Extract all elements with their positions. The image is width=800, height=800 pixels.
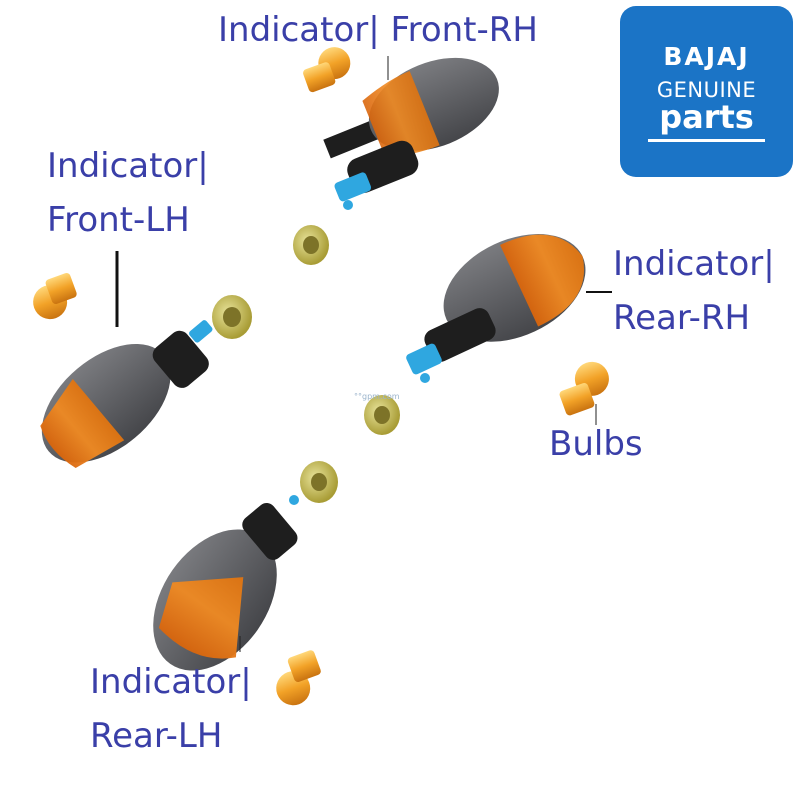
logo-genuine-text: GENUINE xyxy=(656,78,757,102)
logo-parts-text: parts xyxy=(659,98,754,136)
bulb-front-lh xyxy=(33,272,77,320)
indicator-front-lh xyxy=(40,320,213,468)
label-bulbs: Bulbs xyxy=(549,424,643,464)
grommet-front-lh xyxy=(212,295,252,339)
label-front-lh-line1: Indicator| xyxy=(47,146,209,186)
grommet-rear-rh xyxy=(364,395,400,435)
watermark-text: °°gpm.com xyxy=(354,392,400,401)
grommet-upper xyxy=(293,225,329,265)
label-rear-lh-line2: Rear-LH xyxy=(90,716,223,756)
label-rear-rh-line2: Rear-RH xyxy=(613,298,751,338)
label-rear-rh-line1: Indicator| xyxy=(613,244,775,284)
indicator-front-rh xyxy=(323,57,499,210)
label-front-rh: Indicator| Front-RH xyxy=(218,10,538,50)
indicator-rear-rh xyxy=(406,234,586,383)
grommet-rear-lh xyxy=(300,461,338,503)
bulb-rear-rh xyxy=(559,361,609,416)
indicator-rear-lh xyxy=(153,495,299,671)
logo-underline xyxy=(648,139,765,142)
bulb-rear-lh xyxy=(276,650,321,706)
logo-brand: BAJAJ xyxy=(663,42,750,71)
bajaj-genuine-parts-logo: BAJAJ GENUINE parts xyxy=(620,6,793,177)
label-front-lh-line2: Front-LH xyxy=(47,200,190,240)
label-rear-lh-line1: Indicator| xyxy=(90,662,252,702)
bulb-front-rh xyxy=(303,47,351,93)
